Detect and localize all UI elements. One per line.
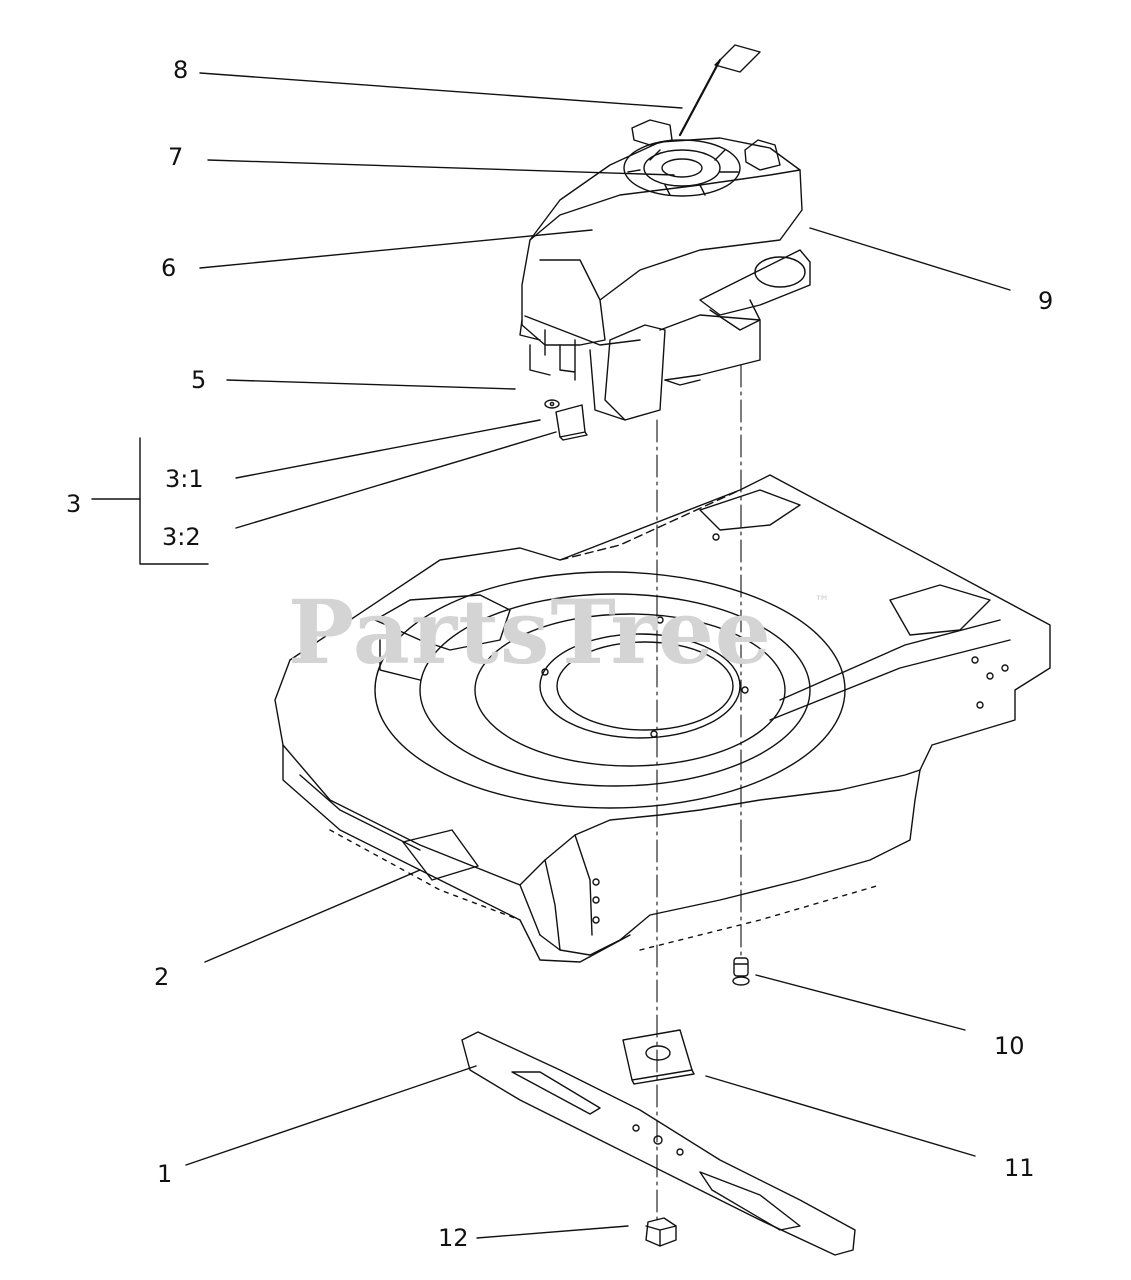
leader-2 [204, 869, 421, 963]
part-3-decal [555, 404, 588, 441]
leader-3-1 [235, 419, 541, 479]
leader-lines [91, 72, 1011, 1239]
callout-12: 12 [438, 1224, 469, 1252]
leader-7 [207, 159, 675, 176]
mower-deck [274, 474, 1051, 963]
callout-3-1: 3:1 [165, 465, 204, 493]
group-3-bracket [139, 437, 209, 565]
leader-12 [476, 1225, 629, 1239]
callout-9: 9 [1038, 287, 1054, 315]
callout-5: 5 [191, 366, 207, 394]
part-5-hardware [544, 399, 560, 409]
part-11-adapter [622, 1029, 695, 1085]
leader-10 [755, 974, 966, 1031]
callout-6: 6 [161, 254, 177, 282]
leader-6 [199, 229, 593, 269]
leader-3-2 [235, 431, 557, 529]
callout-3: 3 [66, 490, 82, 518]
watermark-trademark: ™ [814, 592, 830, 611]
engine-assembly [519, 44, 811, 421]
part-1-blade [461, 1031, 856, 1256]
part-12-nut [645, 1217, 677, 1247]
part-10-bolt [732, 957, 750, 986]
watermark-logo: PartsTree [288, 580, 772, 684]
callout-7: 7 [168, 143, 184, 171]
leader-5 [226, 379, 516, 390]
leader-1 [185, 1065, 477, 1166]
leader-11 [705, 1075, 976, 1157]
callout-2: 2 [154, 963, 170, 991]
callout-11: 11 [1004, 1154, 1035, 1182]
callout-3-2: 3:2 [162, 523, 201, 551]
callout-8: 8 [173, 56, 189, 84]
callout-10: 10 [994, 1032, 1025, 1060]
leader-8 [199, 72, 683, 109]
leader-9 [809, 227, 1011, 291]
callout-1: 1 [157, 1160, 173, 1188]
